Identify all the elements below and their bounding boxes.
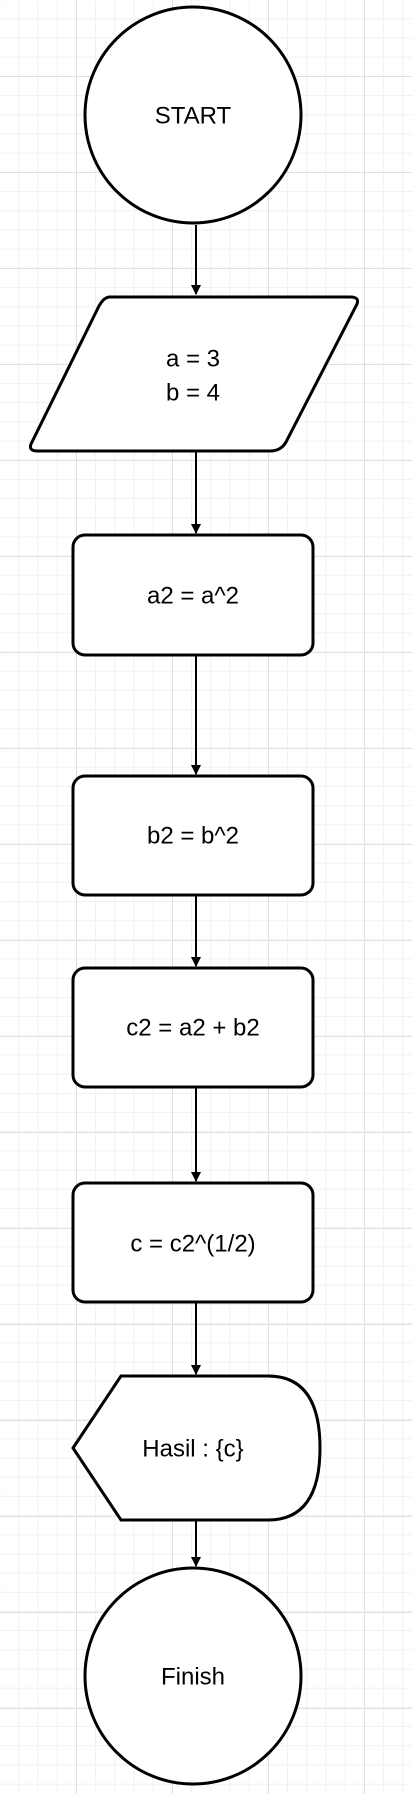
- finish-label: Finish: [161, 1663, 225, 1690]
- process-c2-label: c2 = a2 + b2: [126, 1014, 259, 1041]
- input-line-a: a = 3: [166, 345, 220, 372]
- finish-node[interactable]: Finish: [83, 1566, 303, 1786]
- process-a2-node[interactable]: a2 = a^2: [71, 533, 315, 657]
- start-label: START: [155, 102, 232, 129]
- process-b2-shape: [71, 774, 315, 897]
- process-b2-node[interactable]: b2 = b^2: [71, 774, 315, 897]
- process-c-shape: [71, 1181, 315, 1304]
- process-c-label: c = c2^(1/2): [130, 1230, 255, 1257]
- input-line-b: b = 4: [166, 379, 220, 406]
- output-display-node[interactable]: Hasil : {c}: [71, 1374, 322, 1522]
- process-a2-label: a2 = a^2: [147, 582, 239, 609]
- process-a2-shape: [71, 533, 315, 657]
- input-parallelogram-shape: [29, 295, 359, 453]
- process-c-node[interactable]: c = c2^(1/2): [71, 1181, 315, 1304]
- process-c2-shape: [71, 966, 315, 1089]
- process-b2-label: b2 = b^2: [147, 822, 239, 849]
- input-node[interactable]: a = 3 b = 4: [29, 295, 359, 453]
- process-c2-node[interactable]: c2 = a2 + b2: [71, 966, 315, 1089]
- start-node[interactable]: START: [83, 5, 303, 225]
- start-circle-shape: [83, 5, 303, 225]
- output-display-label: Hasil : {c}: [142, 1435, 243, 1462]
- finish-circle-shape: [83, 1566, 303, 1786]
- output-display-shape: [71, 1374, 322, 1522]
